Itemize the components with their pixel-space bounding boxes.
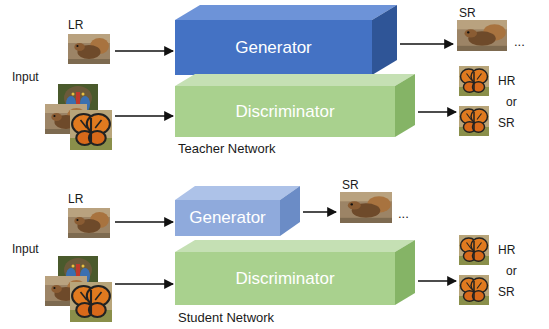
image-caption: SR bbox=[498, 116, 515, 130]
continuation-mark: ... bbox=[514, 34, 525, 50]
flow-arrow bbox=[400, 43, 453, 44]
image-sample: HR orSR bbox=[458, 233, 530, 307]
network-name: Teacher Network bbox=[178, 141, 276, 157]
block-front: Generator bbox=[175, 200, 280, 236]
image-sample: LR bbox=[66, 190, 112, 240]
flow-arrow bbox=[115, 115, 173, 116]
image-sample: SR bbox=[455, 4, 509, 52]
network-block: Discriminator bbox=[175, 240, 415, 305]
block-title: Discriminator bbox=[235, 269, 334, 289]
image-caption: SR bbox=[498, 285, 515, 299]
block-front: Generator bbox=[175, 20, 372, 75]
network-block: Discriminator bbox=[175, 74, 415, 137]
network-block: Generator bbox=[175, 186, 300, 236]
image-sample: SR bbox=[338, 176, 394, 224]
network-block: Generator bbox=[175, 5, 397, 75]
network-name: Student Network bbox=[178, 310, 274, 326]
flow-arrow bbox=[418, 280, 456, 281]
image-caption: HR bbox=[498, 243, 515, 257]
block-front: Discriminator bbox=[175, 86, 395, 137]
image-caption: Input bbox=[12, 70, 39, 84]
block-title: Generator bbox=[189, 208, 266, 228]
flow-arrow bbox=[418, 111, 456, 112]
image-sample: LR bbox=[66, 16, 112, 66]
image-caption: Input bbox=[12, 242, 39, 256]
block-title: Discriminator bbox=[235, 102, 334, 122]
image-sample: Input bbox=[10, 68, 112, 152]
image-caption: or bbox=[506, 95, 517, 109]
image-caption: SR bbox=[459, 6, 476, 20]
image-caption: HR bbox=[498, 74, 515, 88]
continuation-mark: ... bbox=[398, 206, 409, 222]
image-caption: LR bbox=[68, 192, 83, 206]
flow-arrow bbox=[303, 211, 336, 212]
image-sample: HR orSR bbox=[458, 64, 530, 138]
image-caption: LR bbox=[68, 18, 83, 32]
flow-arrow bbox=[115, 50, 173, 51]
flow-arrow bbox=[115, 221, 173, 222]
block-title: Generator bbox=[235, 38, 312, 58]
block-front: Discriminator bbox=[175, 252, 395, 305]
image-caption: or bbox=[506, 264, 517, 278]
image-caption: SR bbox=[342, 178, 359, 192]
flow-arrow bbox=[115, 283, 173, 284]
image-sample: Input bbox=[10, 240, 112, 324]
